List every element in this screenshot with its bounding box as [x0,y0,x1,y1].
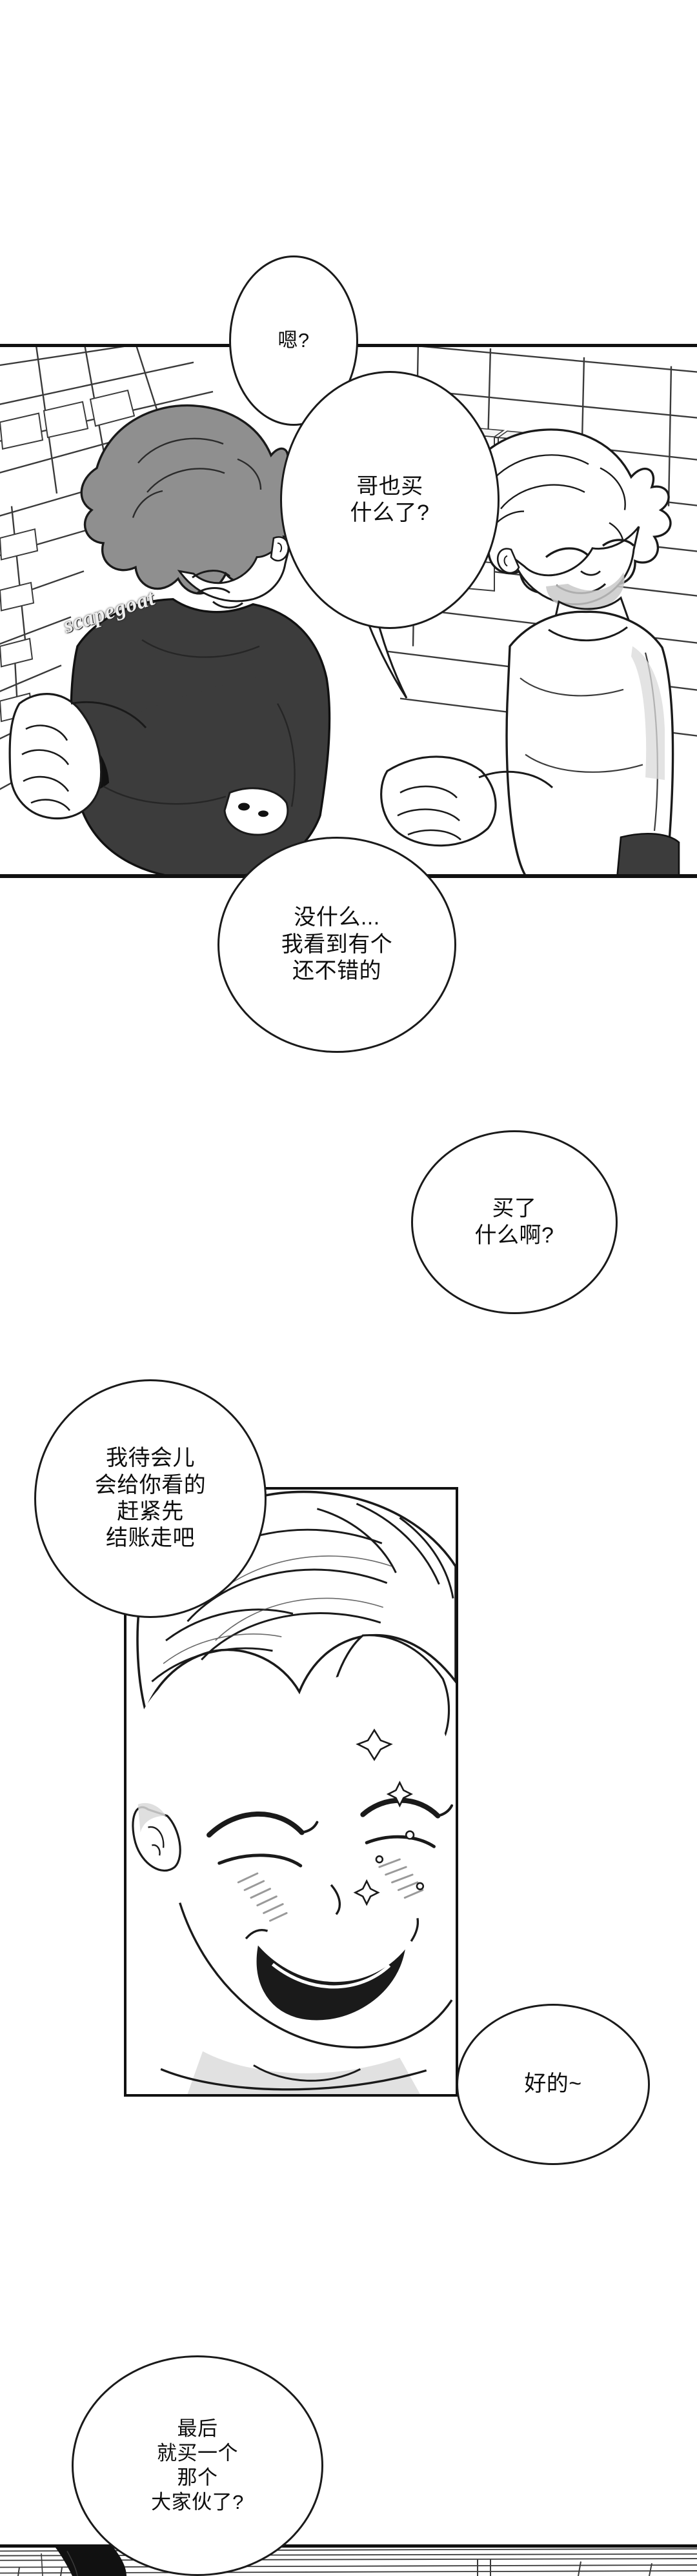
panel-3-artwork [0,2548,697,2576]
speech-bubble-4: 买了 什么啊? [411,1130,618,1314]
speech-bubble-2: 哥也买 什么了? [280,371,500,629]
comic-panel-3 [0,2544,697,2576]
speech-bubble-5: 我待会儿 会给你看的 赶紧先 结账走吧 [34,1379,267,1618]
speech-bubble-7-text: 最后 就买一个 那个 大家伙了? [151,2417,244,2513]
speech-bubble-5-text: 我待会儿 会给你看的 赶紧先 结账走吧 [94,1446,207,1551]
speech-bubble-6: 好的~ [456,2004,650,2165]
speech-bubble-4-text: 买了 什么啊? [474,1196,554,1248]
speech-bubble-3: 没什么... 我看到有个 还不错的 [217,837,456,1053]
speech-bubble-6-text: 好的~ [524,2072,582,2097]
speech-bubble-1-text: 嗯? [278,329,310,352]
speech-bubble-2-text: 哥也买 什么了? [350,474,430,525]
speech-bubble-7: 最后 就买一个 那个 大家伙了? [72,2355,323,2576]
speech-bubble-3-text: 没什么... 我看到有个 还不错的 [281,905,393,984]
